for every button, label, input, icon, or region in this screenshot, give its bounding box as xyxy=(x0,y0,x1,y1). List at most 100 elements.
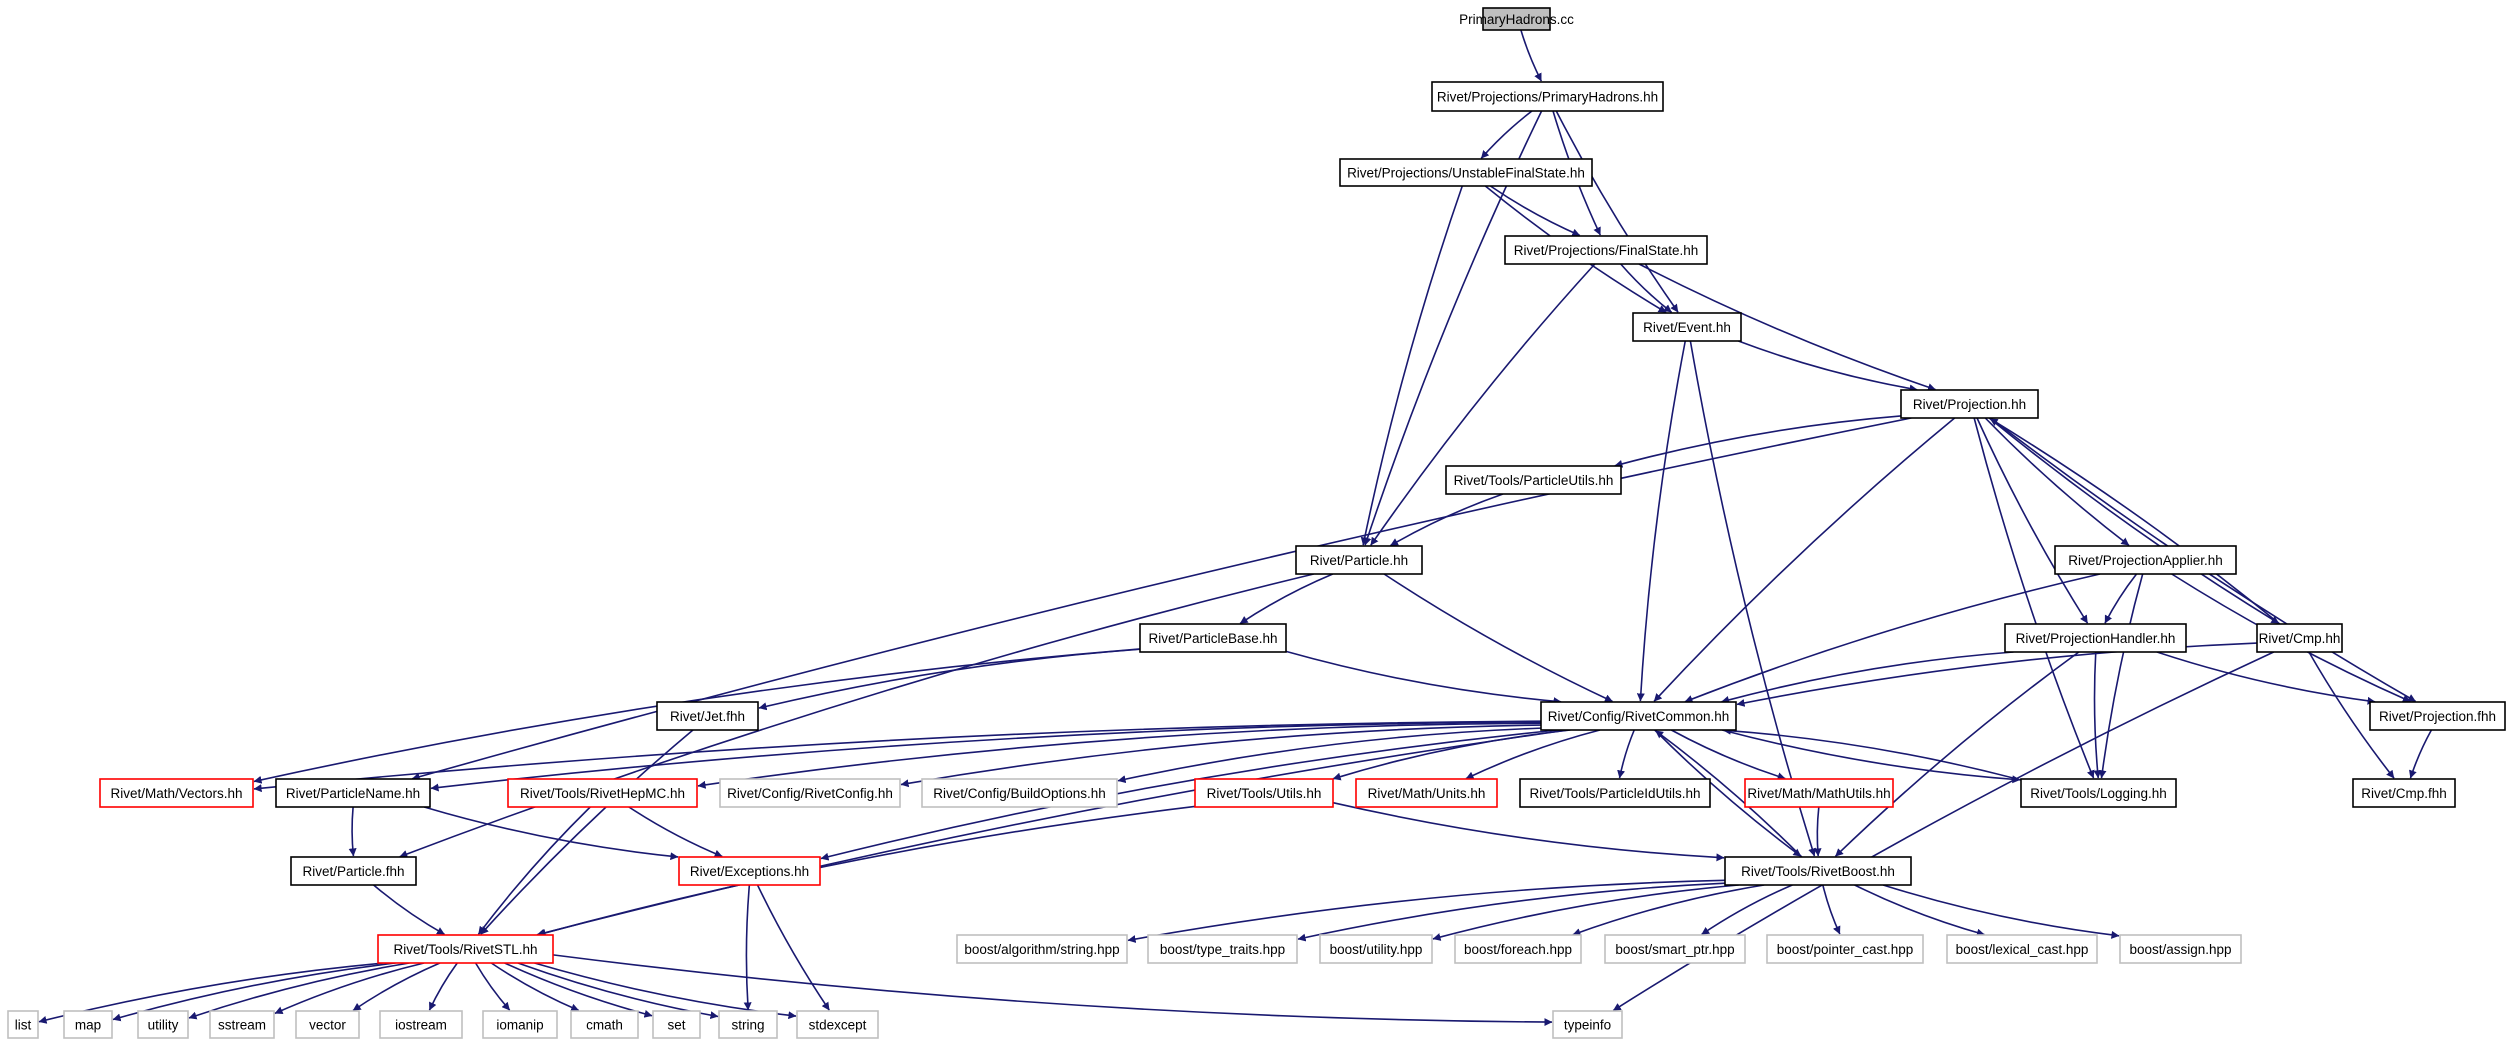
edge-papplier-to-phandler xyxy=(2104,573,2138,624)
node-fs[interactable]: Rivet/Projections/FinalState.hh xyxy=(1504,235,1708,265)
node-box xyxy=(956,934,1128,964)
edge-common-to-pidutils xyxy=(1617,729,1635,779)
edge-particle-to-pfhh xyxy=(399,573,1314,858)
node-units[interactable]: Rivet/Math/Units.hh xyxy=(1355,778,1498,808)
node-map[interactable]: map xyxy=(63,1010,113,1039)
node-box xyxy=(1295,545,1423,575)
node-typeinfo[interactable]: typeinfo xyxy=(1552,1010,1623,1039)
node-b_lcast[interactable]: boost/lexical_cast.hpp xyxy=(1946,934,2098,964)
edge-boost-to-b_assign xyxy=(1882,884,2120,939)
node-label: Rivet/Math/Vectors.hh xyxy=(110,786,242,801)
node-set[interactable]: set xyxy=(652,1010,701,1039)
node-label: Rivet/Projection.fhh xyxy=(2379,709,2496,724)
node-root[interactable]: PrimaryHadrons.cc xyxy=(1459,7,1574,31)
node-cmp[interactable]: Rivet/Cmp.hh xyxy=(2256,623,2343,653)
node-iomanip[interactable]: iomanip xyxy=(482,1010,558,1039)
edge-common-to-bopts xyxy=(1117,727,1542,784)
node-b_tt[interactable]: boost/type_traits.hpp xyxy=(1147,934,1298,964)
node-box xyxy=(1724,856,1912,886)
edge-mathutils-to-boost xyxy=(1813,806,1822,857)
node-label: Rivet/Tools/RivetHepMC.hh xyxy=(520,786,685,801)
node-label: Rivet/ProjectionHandler.hh xyxy=(2016,631,2176,646)
node-papplier[interactable]: Rivet/ProjectionApplier.hh xyxy=(2054,545,2237,575)
node-string[interactable]: string xyxy=(718,1010,778,1039)
node-stl[interactable]: Rivet/Tools/RivetSTL.hh xyxy=(377,934,554,964)
node-label: boost/pointer_cast.hpp xyxy=(1777,942,1914,957)
node-b_string[interactable]: boost/algorithm/string.hpp xyxy=(956,934,1128,964)
node-box xyxy=(1339,158,1593,187)
node-stdexcept[interactable]: stdexcept xyxy=(796,1010,879,1039)
edge-boost-to-b_pcast xyxy=(1822,884,1841,935)
node-label: Rivet/Math/MathUtils.hh xyxy=(1747,786,1890,801)
node-b_assign[interactable]: boost/assign.hpp xyxy=(2119,934,2242,964)
edge-cmp-to-proj xyxy=(1989,417,2281,625)
node-label: Rivet/Tools/Logging.hh xyxy=(2030,786,2167,801)
node-label: Rivet/ParticleName.hh xyxy=(286,786,420,801)
node-label: string xyxy=(731,1018,764,1033)
node-label: boost/algorithm/string.hpp xyxy=(964,942,1119,957)
node-hepmc[interactable]: Rivet/Tools/RivetHepMC.hh xyxy=(507,778,698,808)
edge-exceptions-to-stdexcept xyxy=(756,884,830,1011)
edge-common-to-vectors xyxy=(253,720,1542,793)
node-b_pcast[interactable]: boost/pointer_cast.hpp xyxy=(1766,934,1924,964)
node-mathutils[interactable]: Rivet/Math/MathUtils.hh xyxy=(1744,778,1894,808)
node-pidutils[interactable]: Rivet/Tools/ParticleIdUtils.hh xyxy=(1519,778,1711,808)
node-b_util[interactable]: boost/utility.hpp xyxy=(1319,934,1433,964)
edge-putils-to-particle xyxy=(1390,493,1504,547)
node-box xyxy=(209,1010,275,1039)
node-rconfig[interactable]: Rivet/Config/RivetConfig.hh xyxy=(719,778,901,808)
node-logging[interactable]: Rivet/Tools/Logging.hh xyxy=(2020,778,2177,808)
node-box xyxy=(1504,235,1708,265)
node-phandler[interactable]: Rivet/ProjectionHandler.hh xyxy=(2004,623,2187,653)
edge-stl-to-cmath xyxy=(490,962,580,1012)
edge-fs-to-proj xyxy=(1638,263,1936,391)
node-box xyxy=(1445,465,1622,495)
node-sstream[interactable]: sstream xyxy=(209,1010,275,1039)
node-ufs[interactable]: Rivet/Projections/UnstableFinalState.hh xyxy=(1339,158,1593,187)
node-label: Rivet/Tools/RivetSTL.hh xyxy=(393,942,537,957)
edge-common-to-boost xyxy=(1654,729,1802,857)
node-ph[interactable]: Rivet/Projections/PrimaryHadrons.hh xyxy=(1431,81,1664,112)
node-label: typeinfo xyxy=(1564,1018,1611,1033)
node-label: boost/assign.hpp xyxy=(2129,942,2231,957)
node-cmpfhh[interactable]: Rivet/Cmp.fhh xyxy=(2352,778,2456,808)
node-jetfhh[interactable]: Rivet/Jet.fhh xyxy=(656,701,759,731)
node-b_foreach[interactable]: boost/foreach.hpp xyxy=(1454,934,1582,964)
edge-exceptions-to-string xyxy=(743,884,752,1011)
node-list[interactable]: list xyxy=(7,1010,39,1039)
node-box xyxy=(1194,778,1334,808)
node-vector[interactable]: vector xyxy=(295,1010,360,1039)
node-iostream[interactable]: iostream xyxy=(379,1010,463,1039)
node-pname[interactable]: Rivet/ParticleName.hh xyxy=(275,778,431,808)
node-tutils[interactable]: Rivet/Tools/Utils.hh xyxy=(1194,778,1334,808)
node-event[interactable]: Rivet/Event.hh xyxy=(1632,312,1742,342)
edge-boost-to-b_smart xyxy=(1701,884,1793,936)
node-pbase[interactable]: Rivet/ParticleBase.hh xyxy=(1139,623,1287,653)
node-box xyxy=(379,1010,463,1039)
node-b_smart[interactable]: boost/smart_ptr.hpp xyxy=(1604,934,1746,964)
node-common[interactable]: Rivet/Config/RivetCommon.hh xyxy=(1540,701,1737,731)
node-pfhh[interactable]: Rivet/Particle.fhh xyxy=(290,856,417,886)
node-box xyxy=(570,1010,639,1039)
node-cmath[interactable]: cmath xyxy=(570,1010,639,1039)
node-proj[interactable]: Rivet/Projection.hh xyxy=(1900,389,2039,419)
node-boost[interactable]: Rivet/Tools/RivetBoost.hh xyxy=(1724,856,1912,886)
edge-cmp-to-cmpfhh xyxy=(2308,651,2395,779)
edge-pname-to-pfhh xyxy=(348,806,357,857)
edge-common-to-pname xyxy=(430,721,1542,792)
node-particle[interactable]: Rivet/Particle.hh xyxy=(1295,545,1423,575)
node-putils[interactable]: Rivet/Tools/ParticleUtils.hh xyxy=(1445,465,1622,495)
node-box xyxy=(290,856,417,886)
node-exceptions[interactable]: Rivet/Exceptions.hh xyxy=(678,856,821,886)
node-box xyxy=(1946,934,2098,964)
node-box xyxy=(718,1010,778,1039)
edge-proj-to-papplier xyxy=(1984,417,2130,546)
node-bopts[interactable]: Rivet/Config/BuildOptions.hh xyxy=(921,778,1118,808)
node-projfhh[interactable]: Rivet/Projection.fhh xyxy=(2369,701,2506,731)
node-vectors[interactable]: Rivet/Math/Vectors.hh xyxy=(99,778,254,808)
edge-phandler-to-logging xyxy=(2093,651,2102,779)
node-box xyxy=(921,778,1118,808)
node-label: boost/smart_ptr.hpp xyxy=(1615,942,1734,957)
node-label: set xyxy=(667,1018,685,1033)
node-utility[interactable]: utility xyxy=(137,1010,189,1039)
